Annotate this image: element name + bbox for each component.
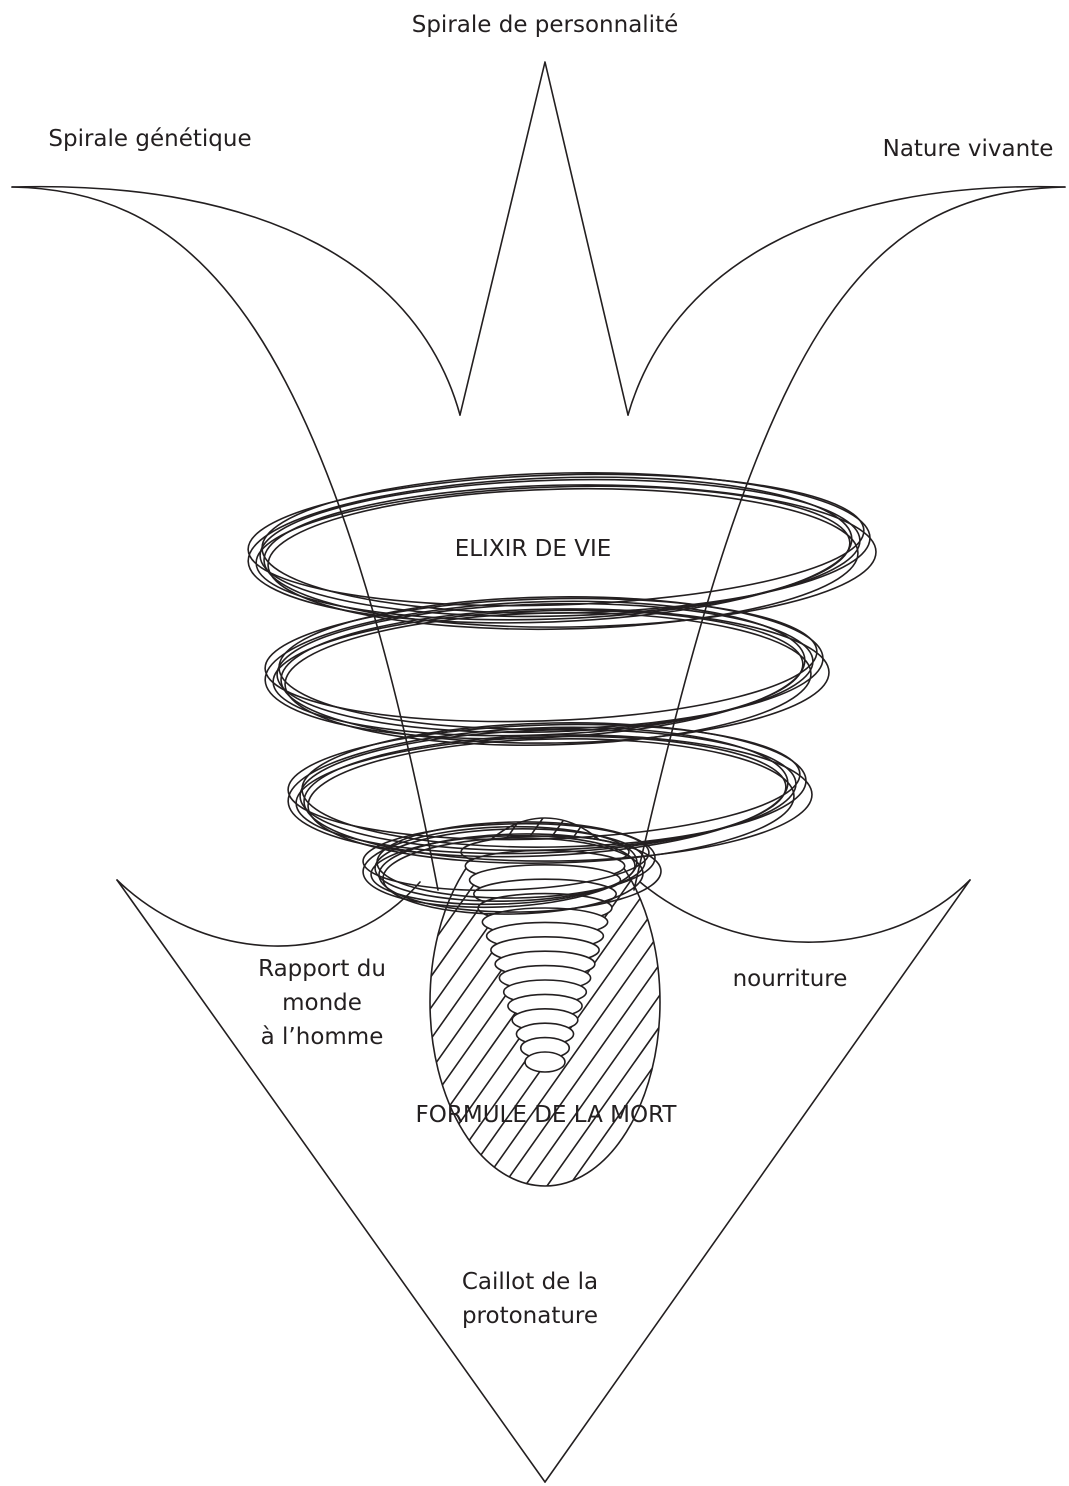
label-formule-de-la-mort: FORMULE DE LA MORT bbox=[380, 1098, 712, 1132]
crown-left-outer-curve bbox=[12, 187, 460, 415]
label-nourriture: nourriture bbox=[700, 962, 880, 996]
label-spirale-de-personnalite: Spirale de personnalité bbox=[345, 8, 745, 42]
hatch-line bbox=[701, 818, 961, 1186]
crown-right-outer-curve bbox=[628, 187, 1065, 415]
label-caillot-de-la-protonature: Caillot de la protonature bbox=[430, 1265, 630, 1333]
label-rapport-du-monde-a-l-homme: Rapport du monde à l’homme bbox=[232, 952, 412, 1054]
hatch-line bbox=[679, 818, 939, 1186]
spiral-loop bbox=[275, 597, 814, 739]
crown-left-inner-curve bbox=[12, 187, 438, 890]
arrowhead-left-scallop bbox=[117, 880, 420, 946]
hatch-line bbox=[723, 818, 983, 1186]
label-nature-vivante: Nature vivante bbox=[868, 132, 1068, 166]
crown-left-spike bbox=[460, 62, 628, 415]
label-elixir-de-vie: ELIXIR DE VIE bbox=[418, 532, 648, 566]
arrowhead-right-scallop bbox=[640, 880, 970, 942]
inner-ring bbox=[525, 1052, 565, 1072]
label-spirale-genetique: Spirale génétique bbox=[30, 122, 270, 156]
inner-cone-rings bbox=[461, 836, 629, 1072]
